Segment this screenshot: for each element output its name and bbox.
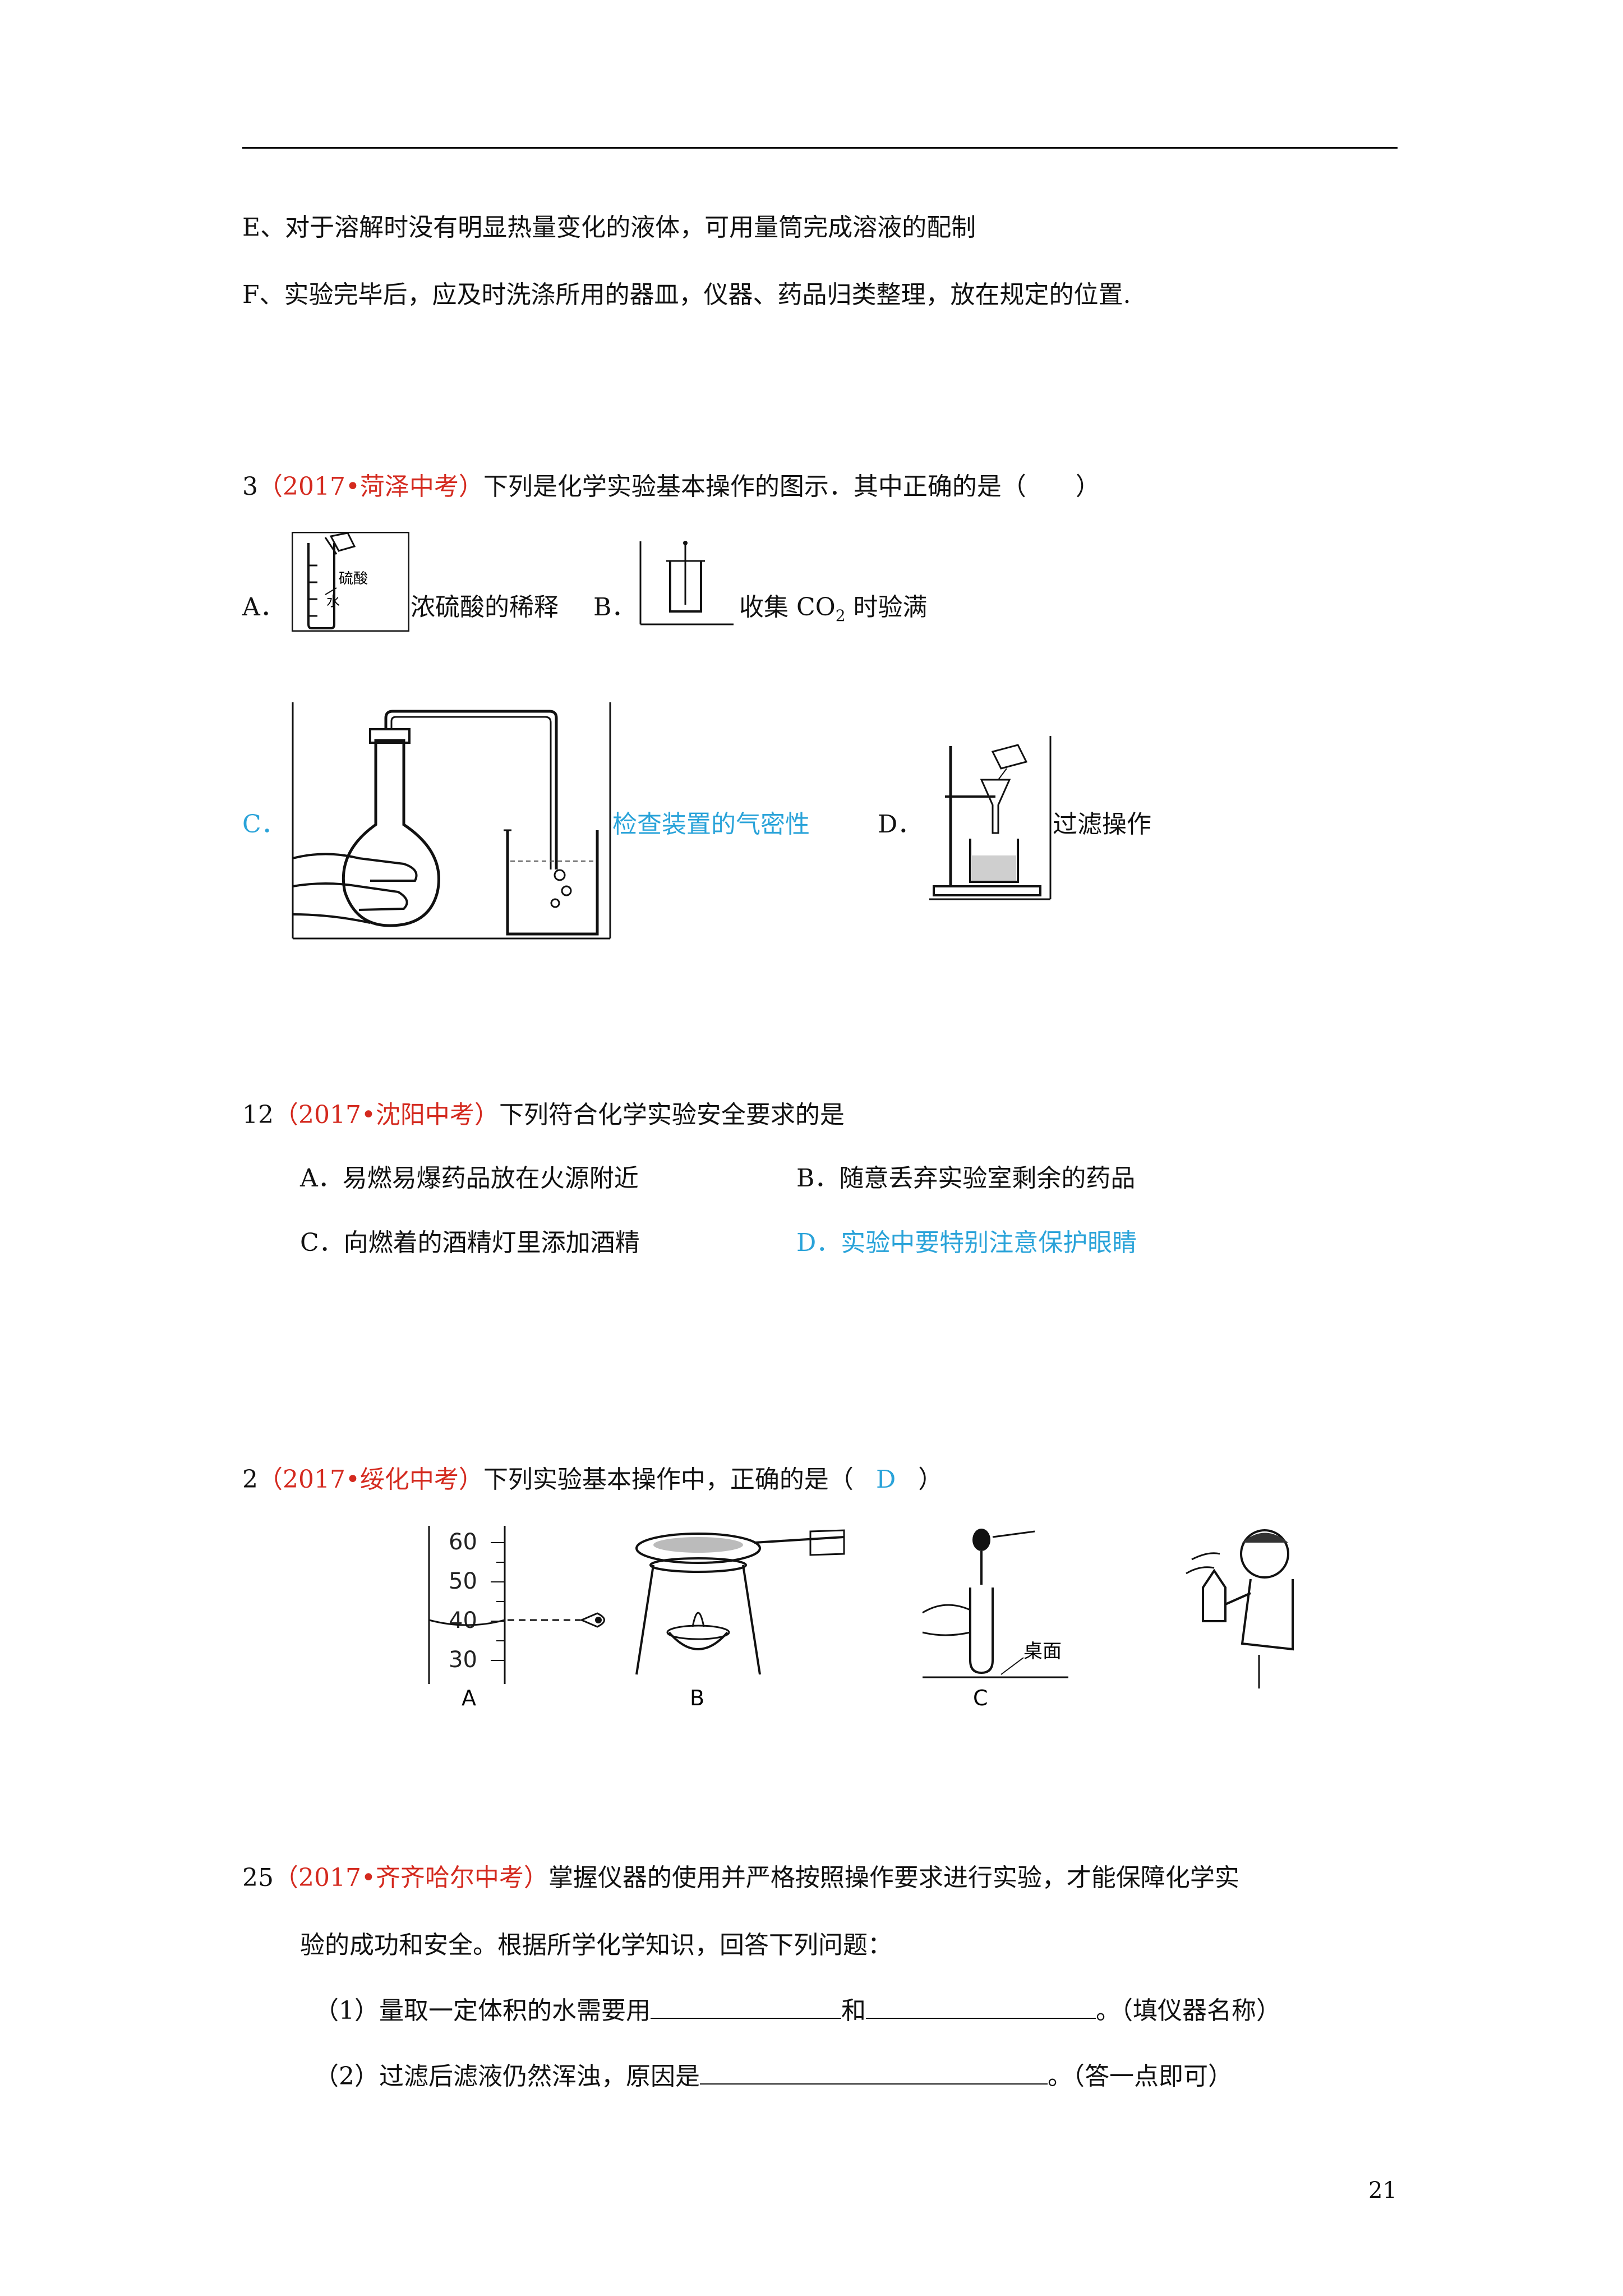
figure-label-b: B [690,1686,704,1710]
question-3-title: 3（2017•菏泽中考）下列是化学实验基本操作的图示．其中正确的是（ ） [242,471,1100,502]
question-source: （2017•菏泽中考） [258,472,483,501]
water-label: 水 [326,593,340,609]
sulfuric-acid-label: 硫酸 [339,570,368,587]
question-number: 2 [242,1465,258,1494]
question-number: 25 [242,1864,274,1892]
question-stem-end: ） [918,1465,943,1494]
answer-blank-3[interactable] [700,2060,1048,2085]
part-2-prompt: （2）过滤后滤液仍然浑浊，原因是 [314,2062,700,2091]
airtightness-check-figure [292,701,611,940]
part-1-hint: 。（填仪器名称） [1096,1996,1281,2025]
page-number: 21 [1368,2178,1397,2203]
lab-operations-figure: 60 50 40 30 A [418,1520,1360,1717]
option-f-text: F、实验完毕后，应及时洗涤所用的器皿，仪器、药品归类整理，放在规定的位置. [242,280,1131,309]
question-stem: 掌握仪器的使用并严格按照操作要求进行实验，才能保障化学实 [548,1864,1239,1892]
q3-option-d-text: 过滤操作 [1053,810,1151,839]
dropper-panel: 桌面 C [922,1529,1068,1710]
q12-option-c: C．向燃着的酒精灯里添加酒精 [300,1228,640,1257]
co2-text-end: 时验满 [845,593,928,622]
filtration-figure [928,735,1052,900]
evaporation-panel: B [635,1529,845,1710]
question-stem: 下列符合化学实验安全要求的是 [499,1101,845,1129]
q12-option-d: D．实验中要特别注意保护眼睛 [796,1228,1137,1257]
q3-option-c-text: 检查装置的气密性 [612,810,810,839]
smelling-panel [1186,1529,1294,1688]
q3-option-b-label: B． [593,593,637,622]
co2-text: 收集 CO [739,593,836,622]
part-1-prompt: （1）量取一定体积的水需要用 [314,1996,651,2025]
q3-option-a-text: 浓硫酸的稀释 [411,593,559,622]
question-answer: D [875,1465,896,1494]
tick-40: 40 [449,1608,477,1634]
tick-30: 30 [449,1647,477,1673]
question-25-title: 25（2017•齐齐哈尔中考）掌握仪器的使用并严格按照操作要求进行实验，才能保障… [242,1862,1239,1893]
question-25-stem-continued: 验的成功和安全。根据所学化学知识，回答下列问题： [300,1931,892,1959]
q12-option-a: A．易燃易爆药品放在火源附近 [300,1164,639,1193]
header-rule [242,147,1398,149]
figure-label-a: A [462,1686,476,1710]
figure-label-c: C [973,1686,988,1710]
co2-subscript: 2 [835,606,846,625]
q25-part-2: （2）过滤后滤液仍然浑浊，原因是 。（答一点即可） [314,2060,1233,2092]
tick-50: 50 [449,1568,477,1594]
question-source: （2017•齐齐哈尔中考） [274,1864,548,1892]
dilution-figure: 硫酸 水 [292,532,409,632]
question-12-title: 12（2017•沈阳中考）下列符合化学实验安全要求的是 [242,1099,845,1130]
option-e-text: E、对于溶解时没有明显热量变化的液体，可用量筒完成溶液的配制 [242,213,976,242]
answer-blank-2[interactable] [866,1994,1096,2019]
table-surface-label: 桌面 [1023,1640,1062,1663]
q3-option-b-text: 收集 CO2 时验满 [739,592,928,625]
q25-part-1: （1）量取一定体积的水需要用 和 。（填仪器名称） [314,1994,1281,2026]
question-source: （2017•绥化中考） [258,1465,483,1494]
part-2-hint: 。（答一点即可） [1048,2062,1233,2091]
question-2-title: 2（2017•绥化中考）下列实验基本操作中，正确的是（ D ） [242,1464,943,1495]
question-number: 3 [242,472,258,501]
question-stem: 下列是化学实验基本操作的图示．其中正确的是（ ） [483,472,1100,501]
q12-option-b: B．随意丢弃实验室剩余的药品 [796,1164,1136,1193]
answer-blank-1[interactable] [651,1994,841,2019]
question-number: 12 [242,1101,274,1129]
question-source: （2017•沈阳中考） [274,1101,499,1129]
tick-60: 60 [449,1529,477,1555]
q3-option-c-label: C． [242,810,286,839]
cylinder-reading-panel: 60 50 40 30 A [428,1526,605,1710]
co2-collection-figure [639,539,735,625]
question-stem: 下列实验基本操作中，正确的是（ [483,1465,854,1494]
part-1-conjunction: 和 [841,1996,866,2025]
q3-option-d-label: D． [878,810,923,839]
q3-option-a-label: A． [242,593,285,622]
